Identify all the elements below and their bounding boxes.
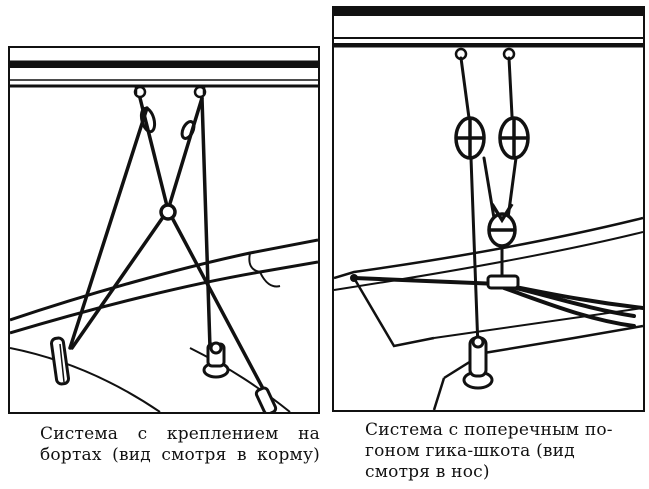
- right-diagram-panel: [332, 6, 645, 412]
- block-right: [498, 116, 530, 160]
- traveler-sheet-system-drawing: [334, 8, 643, 410]
- right-figure-caption: Система с поперечным по- гоном гика-шкот…: [365, 420, 641, 483]
- boom-eye-fittings: [133, 85, 207, 99]
- side-mounted-sheet-system-drawing: [10, 60, 318, 412]
- caption-line: гоном гика-шкота (вид: [365, 441, 575, 461]
- boom: [334, 8, 643, 48]
- block-left: [454, 116, 486, 160]
- side-fitting-right: [254, 386, 278, 412]
- caption-line: Система с креплением на: [40, 424, 320, 444]
- lower-block: [487, 203, 517, 248]
- caption-line: Система с поперечным по-: [365, 420, 613, 440]
- boom: [10, 60, 318, 88]
- boom-attachment-points: [454, 47, 516, 61]
- left-diagram-panel: [8, 46, 320, 414]
- cam-cleat-fitting: [202, 341, 230, 379]
- side-fitting-left: [50, 336, 70, 386]
- traveler-end-left: [350, 274, 358, 282]
- left-figure-caption: Система с креплением на бортах (вид смот…: [40, 424, 320, 466]
- traveler-slider: [486, 274, 520, 290]
- boat-hull-lines: [10, 238, 318, 412]
- sheet-ropes: [459, 56, 518, 350]
- deck-fitting: [462, 335, 494, 390]
- center-ring: [159, 203, 177, 221]
- sheet-ropes: [68, 96, 270, 400]
- caption-line: бортах (вид смотря в корму): [40, 445, 320, 465]
- caption-line: смотря в нос): [365, 462, 490, 482]
